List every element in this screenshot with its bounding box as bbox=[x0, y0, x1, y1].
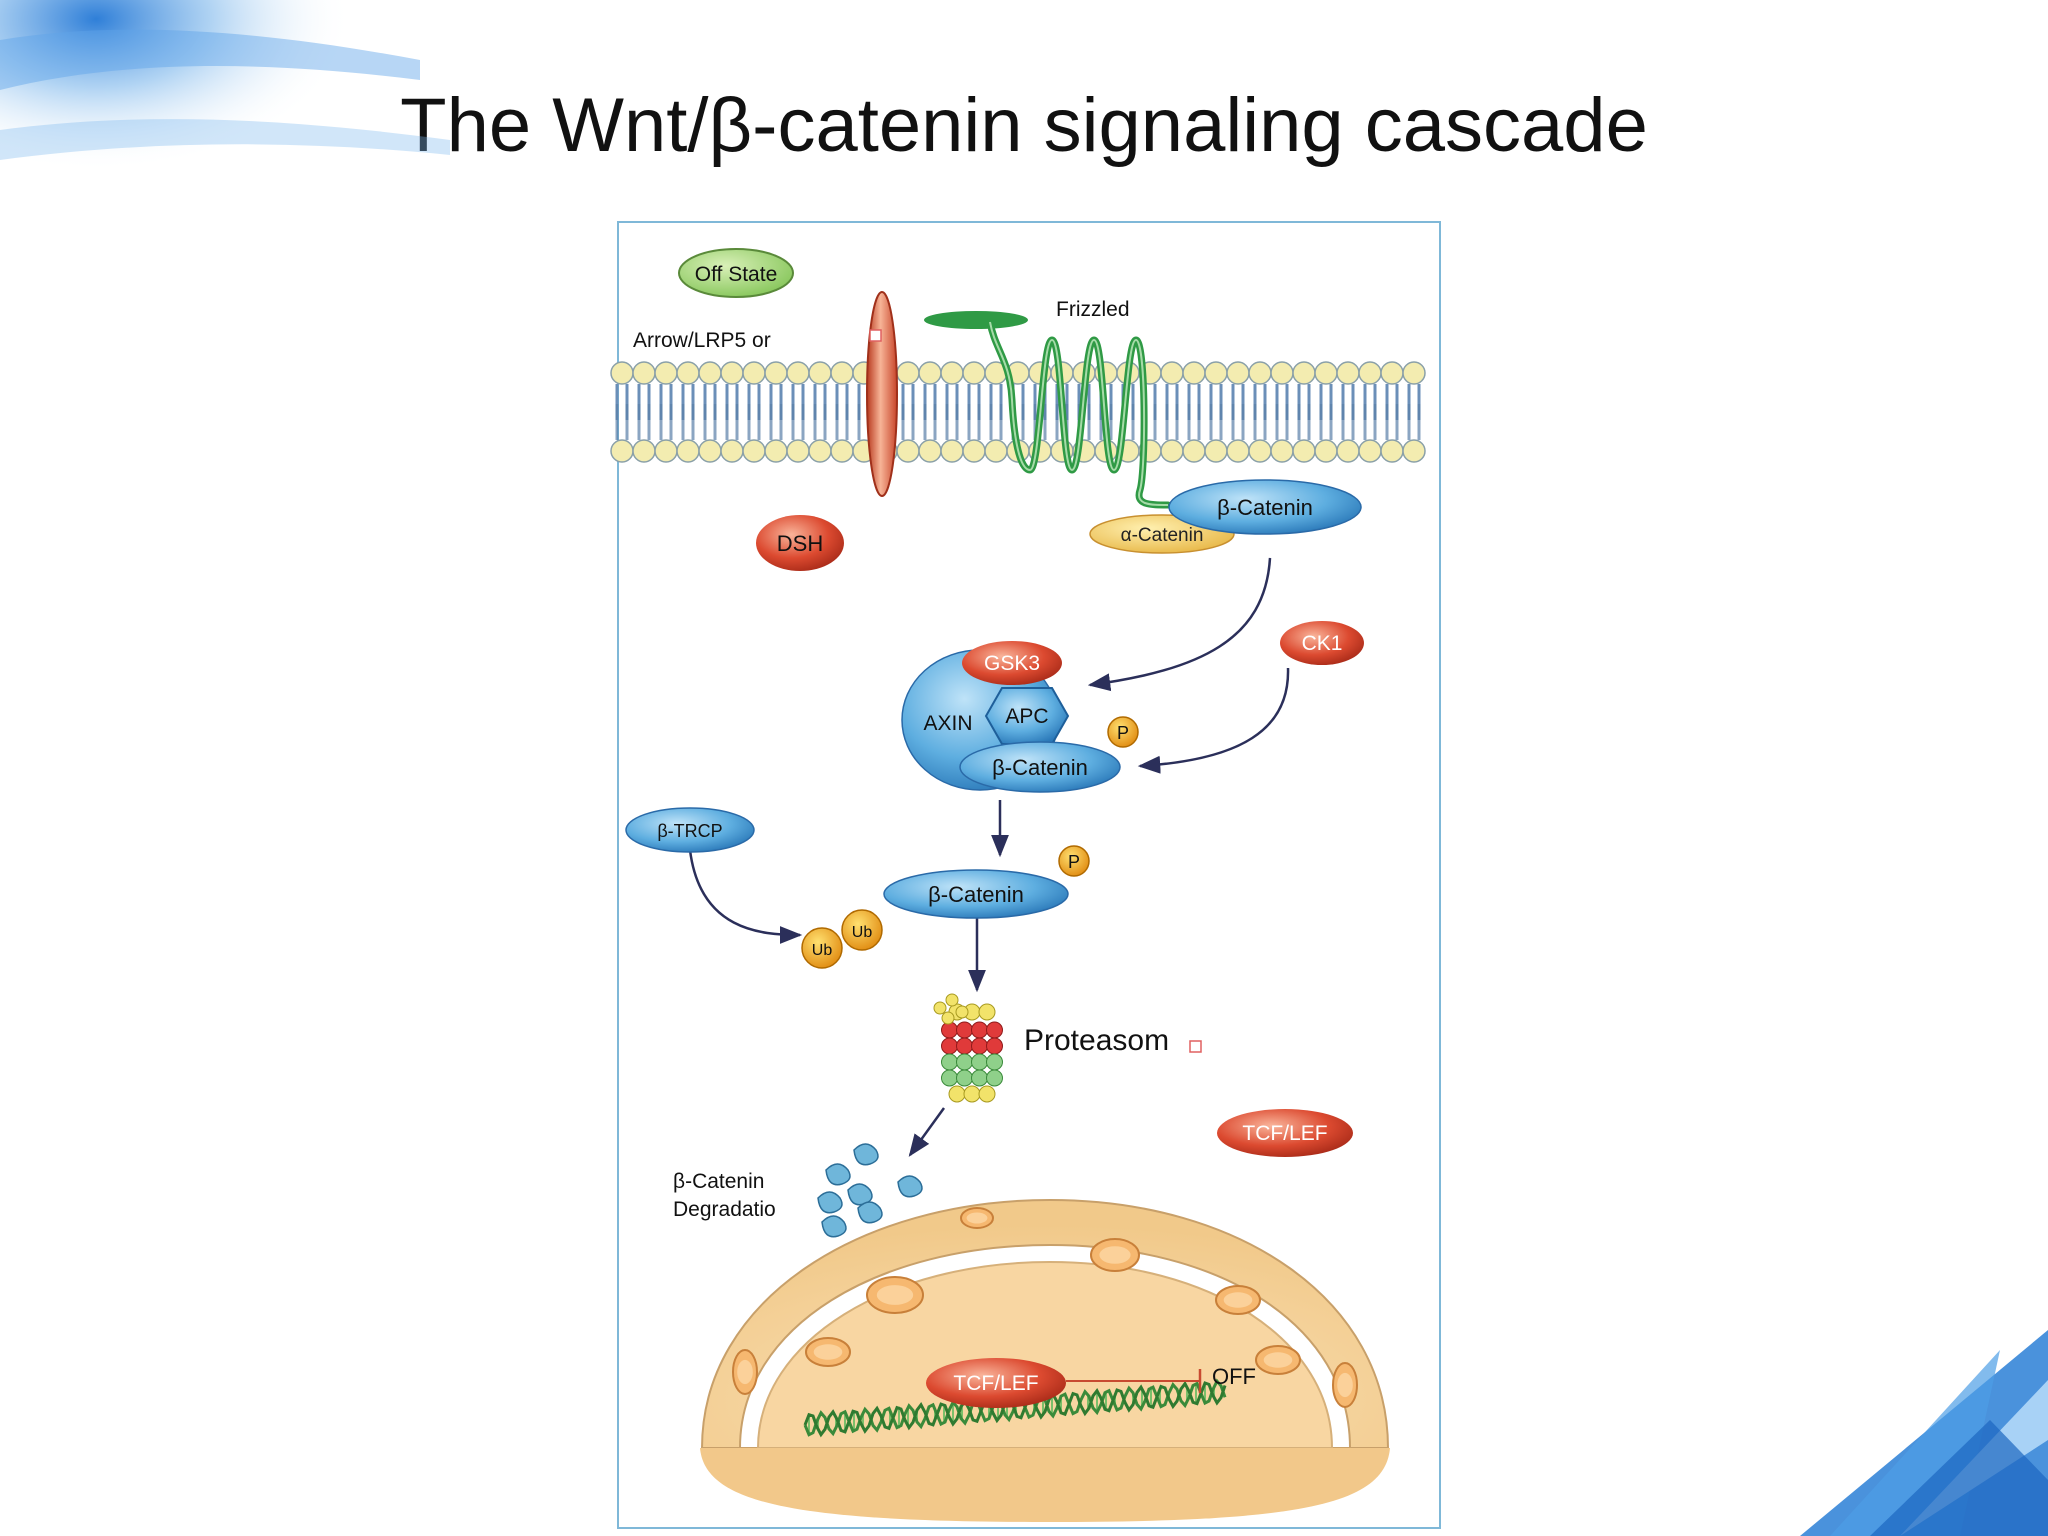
off-state-badge: Off State bbox=[678, 248, 794, 298]
tcf-lef-cytoplasm-label: TCF/LEF bbox=[1242, 1122, 1327, 1145]
beta-trcp-protein: β-TRCP bbox=[625, 807, 755, 853]
phospho-2-label: P bbox=[1068, 852, 1080, 872]
lrp5-receptor bbox=[866, 291, 898, 497]
pathway-arrows bbox=[688, 557, 1290, 1157]
background-sky-decoration bbox=[0, 0, 640, 380]
off-state-label: Off State bbox=[695, 263, 778, 286]
proteasome-marker bbox=[1189, 1040, 1202, 1053]
ubiquitin-1-label: Ub bbox=[812, 942, 833, 959]
ck1-label: CK1 bbox=[1302, 632, 1343, 655]
proteasome bbox=[933, 993, 1003, 1103]
tcf-lef-cytoplasm: TCF/LEF bbox=[1217, 1109, 1353, 1157]
degradation-label-line2: Degradatio bbox=[673, 1198, 776, 1221]
alpha-catenin-label: α-Catenin bbox=[1121, 525, 1204, 546]
frizzled-label: Frizzled bbox=[1056, 298, 1130, 321]
axin-label: AXIN bbox=[923, 712, 972, 735]
phospho-1-label: P bbox=[1117, 723, 1129, 743]
beta-trcp-label: β-TRCP bbox=[657, 821, 722, 841]
membrane-catenin-complex: α-Catenin β-Catenin bbox=[1089, 479, 1362, 554]
ck1-protein: CK1 bbox=[1280, 621, 1364, 665]
frizzled-receptor bbox=[924, 311, 1172, 509]
apc-label: APC bbox=[1005, 705, 1048, 728]
dsh-label: DSH bbox=[777, 531, 823, 556]
ubiquitin-2-label: Ub bbox=[852, 924, 873, 941]
proteasome-label: Proteasom bbox=[1024, 1024, 1169, 1057]
off-label: OFF bbox=[1212, 1364, 1256, 1389]
gsk3-label: GSK3 bbox=[984, 652, 1040, 675]
destruction-complex: AXIN APC GSK3 β-Catenin P bbox=[901, 641, 1139, 793]
beta-catenin-free-label: β-Catenin bbox=[928, 882, 1024, 907]
tcf-lef-nucleus: TCF/LEF OFF bbox=[926, 1358, 1256, 1408]
nuclear-pores bbox=[732, 1207, 1358, 1408]
beta-catenin-membrane-label: β-Catenin bbox=[1217, 495, 1313, 520]
beta-catenin-complex-label: β-Catenin bbox=[992, 755, 1088, 780]
ubiquitinated-beta-catenin: β-Catenin P Ub Ub bbox=[801, 845, 1090, 969]
dsh-protein: DSH bbox=[756, 515, 844, 571]
degradation-fragments bbox=[817, 1143, 923, 1238]
receptor-label: Arrow/LRP5 or bbox=[633, 329, 771, 352]
background-spike-decoration bbox=[1800, 1330, 2048, 1536]
degradation-label-line1: β-Catenin bbox=[673, 1170, 764, 1193]
tcf-lef-nucleus-label: TCF/LEF bbox=[953, 1372, 1038, 1395]
